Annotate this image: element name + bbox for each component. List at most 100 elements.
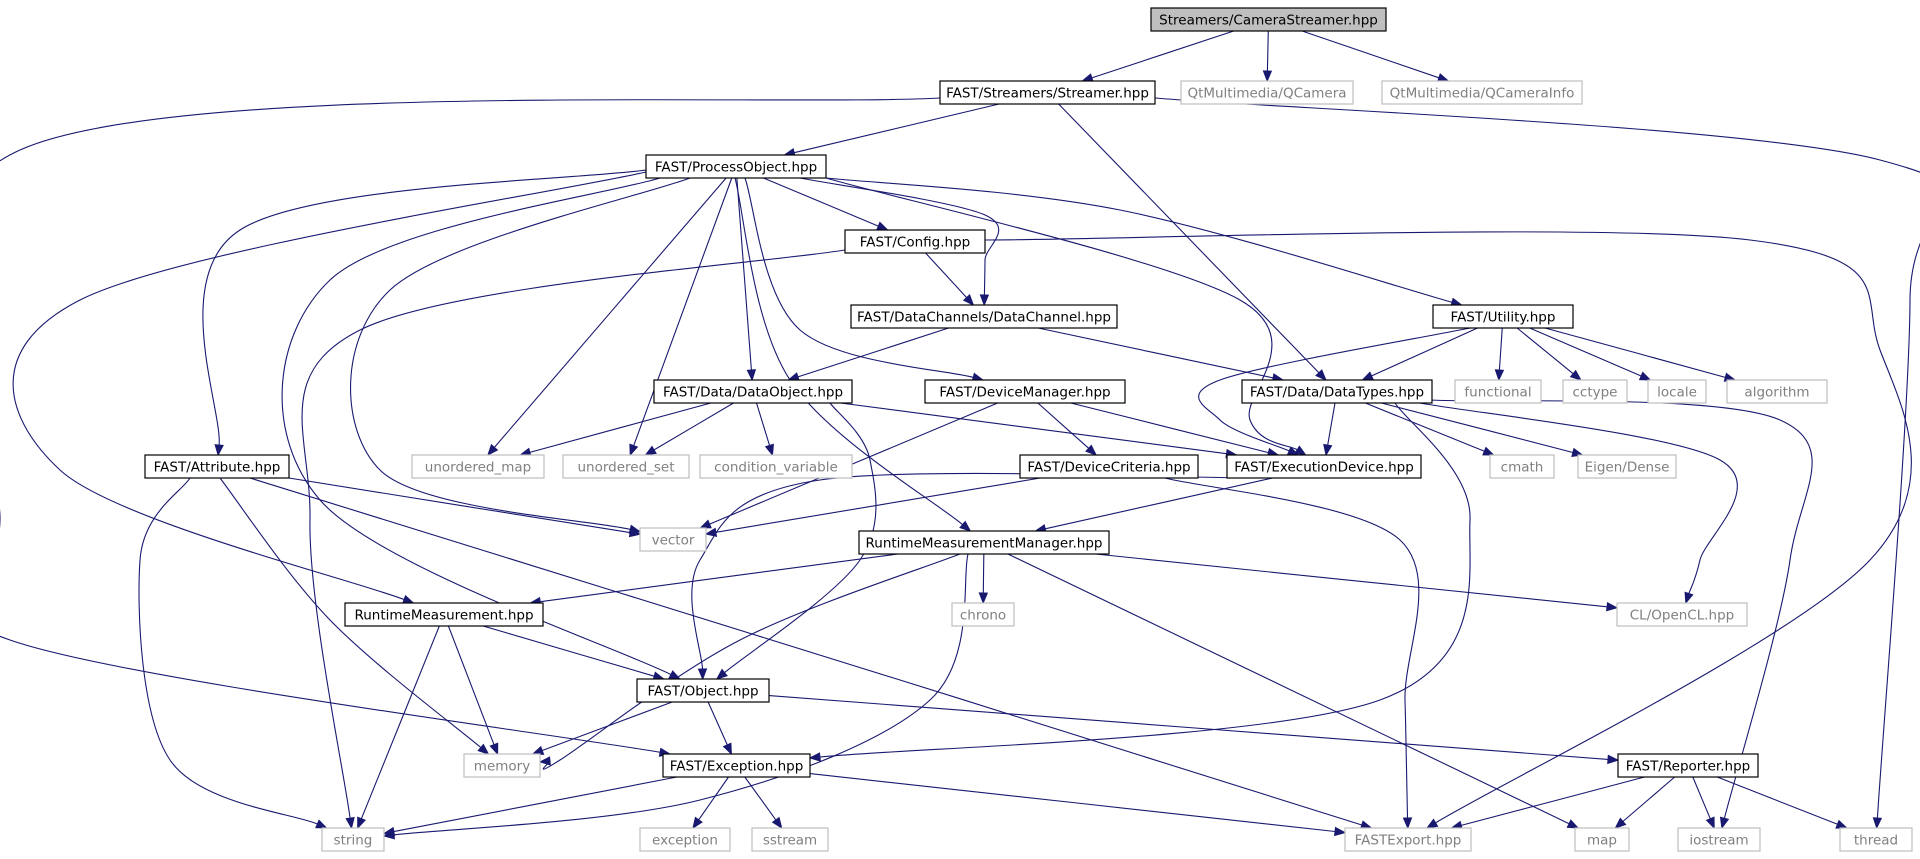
node-rtmm[interactable]: RuntimeMeasurementManager.hpp [858,530,1110,555]
node-vector: vector [639,527,707,552]
node-box [463,753,541,778]
edge-utility-to-datatypes [1361,327,1478,381]
node-label: string [334,833,373,849]
edge-reporter-to-iostream [1692,776,1715,830]
edge-arrowhead [1294,445,1307,456]
node-datatypes[interactable]: FAST/Data/DataTypes.hpp [1241,379,1433,404]
edge-datatypes-to-cmath [1365,402,1495,456]
edges-layer [0,30,1920,840]
node-box [344,602,544,627]
edge-line [797,327,949,378]
node-box [1617,753,1759,778]
node-box [645,154,827,179]
edge-line [1717,776,1838,825]
edge-reporter-to-fastexport [1450,776,1645,830]
edge-arrowhead [876,221,889,231]
edge-line [1461,776,1645,826]
edge-attribute-to-fastexport [249,477,1373,830]
node-attribute[interactable]: FAST/Attribute.hpp [144,454,290,479]
edge-processobject-to-attribute [202,169,647,457]
edge-streamer-to-exception_hpp [0,97,941,757]
node-box [924,379,1126,404]
node-functional: functional [1454,379,1542,404]
edge-arrowhead [1638,371,1652,381]
edge-dataobject-to-condition_variable [756,402,774,457]
node-streamer[interactable]: FAST/Streamers/Streamer.hpp [939,80,1156,105]
edge-utility-to-locale [1529,327,1652,381]
node-dataobject[interactable]: FAST/Data/DataObject.hpp [653,379,853,404]
edge-line [1419,402,1738,594]
edge-line [707,701,728,746]
edge-rtmm-to-chrono [978,553,989,605]
edge-datatypes-to-opencl [1419,402,1738,605]
edge-line [698,776,729,821]
node-box [1677,827,1761,852]
node-label: cmath [1501,460,1544,476]
node-sstream: sstream [751,827,829,852]
edge-datatypes-to-eigendense [1381,402,1584,457]
edge-line [756,402,771,446]
edge-line [1070,402,1269,454]
edge-object-to-exception_hpp [707,701,732,756]
node-label: FAST/Data/DataObject.hpp [663,385,843,401]
edge-arrowhead [531,745,545,755]
node-datachannel[interactable]: FAST/DataChannels/DataChannel.hpp [850,304,1118,329]
node-rtm[interactable]: RuntimeMeasurement.hpp [344,602,544,627]
edge-arrowhead [808,752,821,762]
edge-arrowhead [668,670,682,680]
edge-arrowhead [764,443,774,457]
node-label: FAST/DeviceCriteria.hpp [1027,460,1190,476]
edge-line [925,252,968,298]
node-processobject[interactable]: FAST/ProcessObject.hpp [645,154,827,179]
node-label: FAST/Object.hpp [647,684,758,700]
edge-arrowhead [1684,591,1694,605]
node-devicemanager[interactable]: FAST/DeviceManager.hpp [924,379,1126,404]
node-executiondevice[interactable]: FAST/ExecutionDevice.hpp [1226,454,1422,479]
edge-line [281,177,672,675]
edge-arrowhead [1569,369,1582,381]
edge-object-to-reporter [768,694,1620,765]
node-eigendense: Eigen/Dense [1577,454,1677,479]
node-utility[interactable]: FAST/Utility.hpp [1432,304,1574,329]
edge-arrowhead [1835,819,1849,829]
edge-line [138,477,318,825]
edge-arrowhead [1323,443,1333,457]
edge-datatypes-to-exception_hpp [808,402,1471,762]
node-box [636,678,770,703]
node-label: FAST/Data/DataTypes.hpp [1250,385,1424,401]
edge-line [763,177,879,227]
edge-arrowhead [382,826,396,837]
node-cmath: cmath [1489,454,1555,479]
nodes-layer: Streamers/CameraStreamer.hppFAST/Streame… [144,7,1913,852]
node-string: string [321,827,385,852]
edge-rtmm-to-memory [538,553,961,770]
node-exception_hpp[interactable]: FAST/Exception.hpp [662,753,811,778]
node-object[interactable]: FAST/Object.hpp [636,678,770,703]
node-box [1381,80,1583,105]
node-exception: exception [639,827,731,852]
node-devicecriteria[interactable]: FAST/DeviceCriteria.hpp [1019,454,1199,479]
node-config[interactable]: FAST/Config.hpp [844,229,986,254]
node-label: FAST/ExecutionDevice.hpp [1234,460,1414,476]
edge-root-to-qcamerainfo [1301,30,1450,83]
edge-line [1058,103,1320,374]
edge-processobject-to-vector [350,177,691,534]
node-iostream: iostream [1677,827,1761,852]
edge-line [736,177,752,371]
node-reporter[interactable]: FAST/Reporter.hpp [1617,753,1759,778]
edge-line [1692,776,1711,820]
edge-arrowhead [697,668,708,681]
edge-line [350,177,691,530]
node-box [844,229,986,254]
node-memory: memory [463,753,541,778]
node-box [653,379,853,404]
node-box [1489,454,1555,479]
edge-line [1622,776,1675,822]
node-label: vector [652,533,695,549]
node-label: CL/OpenCL.hpp [1630,608,1735,624]
edge-line [1154,97,1920,819]
edge-line [1381,402,1574,454]
node-label: FAST/Streamers/Streamer.hpp [946,86,1149,102]
edge-arrowhead [722,742,732,756]
